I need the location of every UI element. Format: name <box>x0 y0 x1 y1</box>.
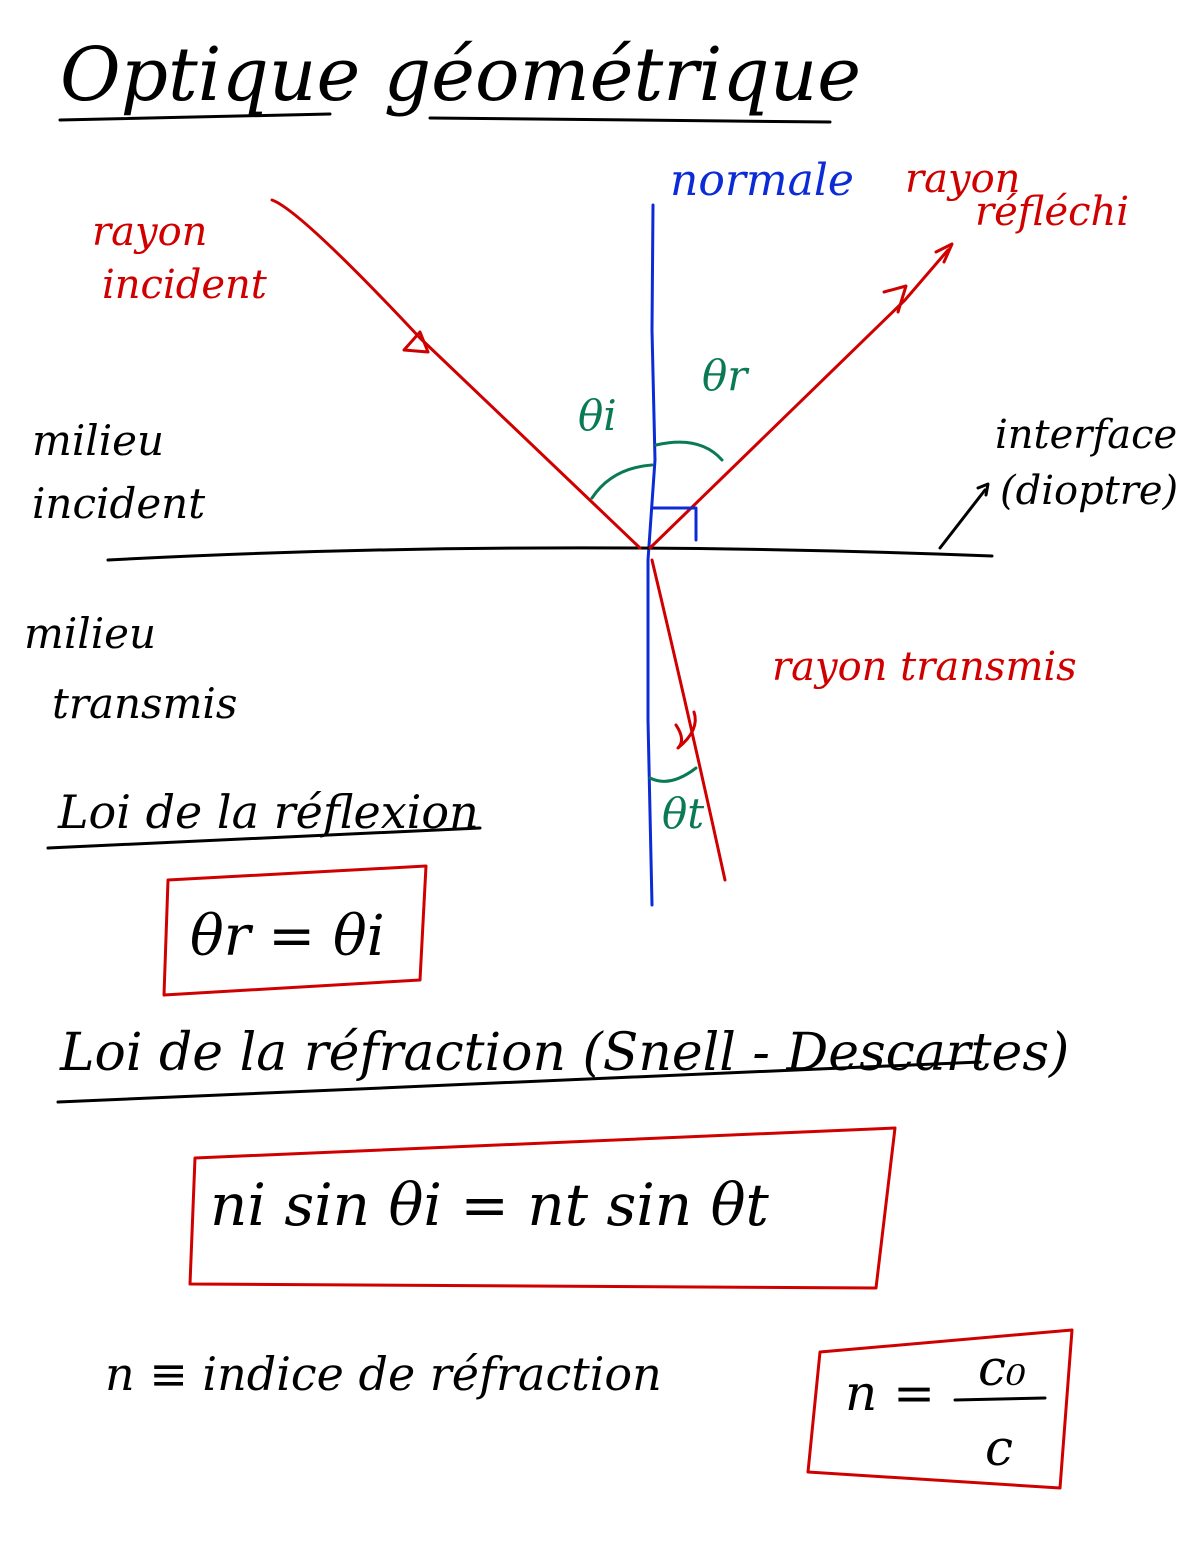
index-definition: n ≡ indice de réfraction <box>105 1347 662 1401</box>
interface-pointer <box>938 488 987 550</box>
index-formula-fraction-bar <box>953 1396 1047 1402</box>
interface-pointer-head <box>976 482 990 497</box>
incident-ray-label-line2: incident <box>102 262 268 308</box>
normal-label: normale <box>670 155 854 206</box>
title-underline-1 <box>58 112 332 122</box>
interface-label-line1: interface <box>995 412 1177 458</box>
reflection-law-box <box>162 864 428 997</box>
reflected-ray-label-line2: réfléchi <box>975 189 1129 235</box>
index-formula-box <box>806 1328 1074 1490</box>
theta-r-label: θr <box>702 351 750 400</box>
incident-ray <box>270 198 642 550</box>
incident-ray-label-line1: rayon <box>92 209 207 255</box>
index-formula-denominator: c <box>985 1419 1013 1477</box>
reflection-law-equation: θr = θi <box>190 904 385 969</box>
interface-label-line2: (dioptre) <box>1000 468 1178 514</box>
theta-i-label: θi <box>578 391 617 440</box>
transmitted-ray <box>650 558 727 882</box>
reflected-ray-arrow-2 <box>934 242 954 264</box>
refraction-law-equation: ni sin θi = nt sin θt <box>210 1171 770 1239</box>
theta-t-label: θt <box>662 789 704 838</box>
title-underline-2 <box>428 116 832 124</box>
refraction-law-title: Loi de la réfraction (Snell - Descartes) <box>59 1023 1069 1083</box>
theta-r-arc <box>654 440 724 462</box>
page-title: Optique géométrique <box>60 32 861 118</box>
transmitted-ray-label: rayon transmis <box>772 644 1077 690</box>
reflected-ray-arrow-1 <box>882 284 908 314</box>
refraction-law-underline <box>56 1060 982 1104</box>
transmitted-ray-arrow <box>674 710 697 750</box>
reflection-law-underline <box>46 826 482 850</box>
index-formula-numerator: c₀ <box>978 1339 1026 1397</box>
incident-ray-arrow <box>402 330 430 354</box>
index-formula-lhs: n = <box>845 1364 935 1422</box>
transmitted-medium-label-line1: milieu <box>24 609 156 658</box>
incident-medium-label-line1: milieu <box>32 416 164 465</box>
theta-t-arc <box>648 766 698 783</box>
incident-medium-label-line2: incident <box>32 479 205 528</box>
theta-i-arc <box>590 463 654 500</box>
right-angle-marker <box>650 506 698 542</box>
normal-line <box>646 203 657 907</box>
interface-line <box>106 546 994 562</box>
reflected-ray-label-line1: rayon <box>905 156 1020 202</box>
refraction-law-box <box>188 1126 897 1290</box>
transmitted-medium-label-line2: transmis <box>52 679 237 728</box>
reflected-ray <box>648 248 950 550</box>
